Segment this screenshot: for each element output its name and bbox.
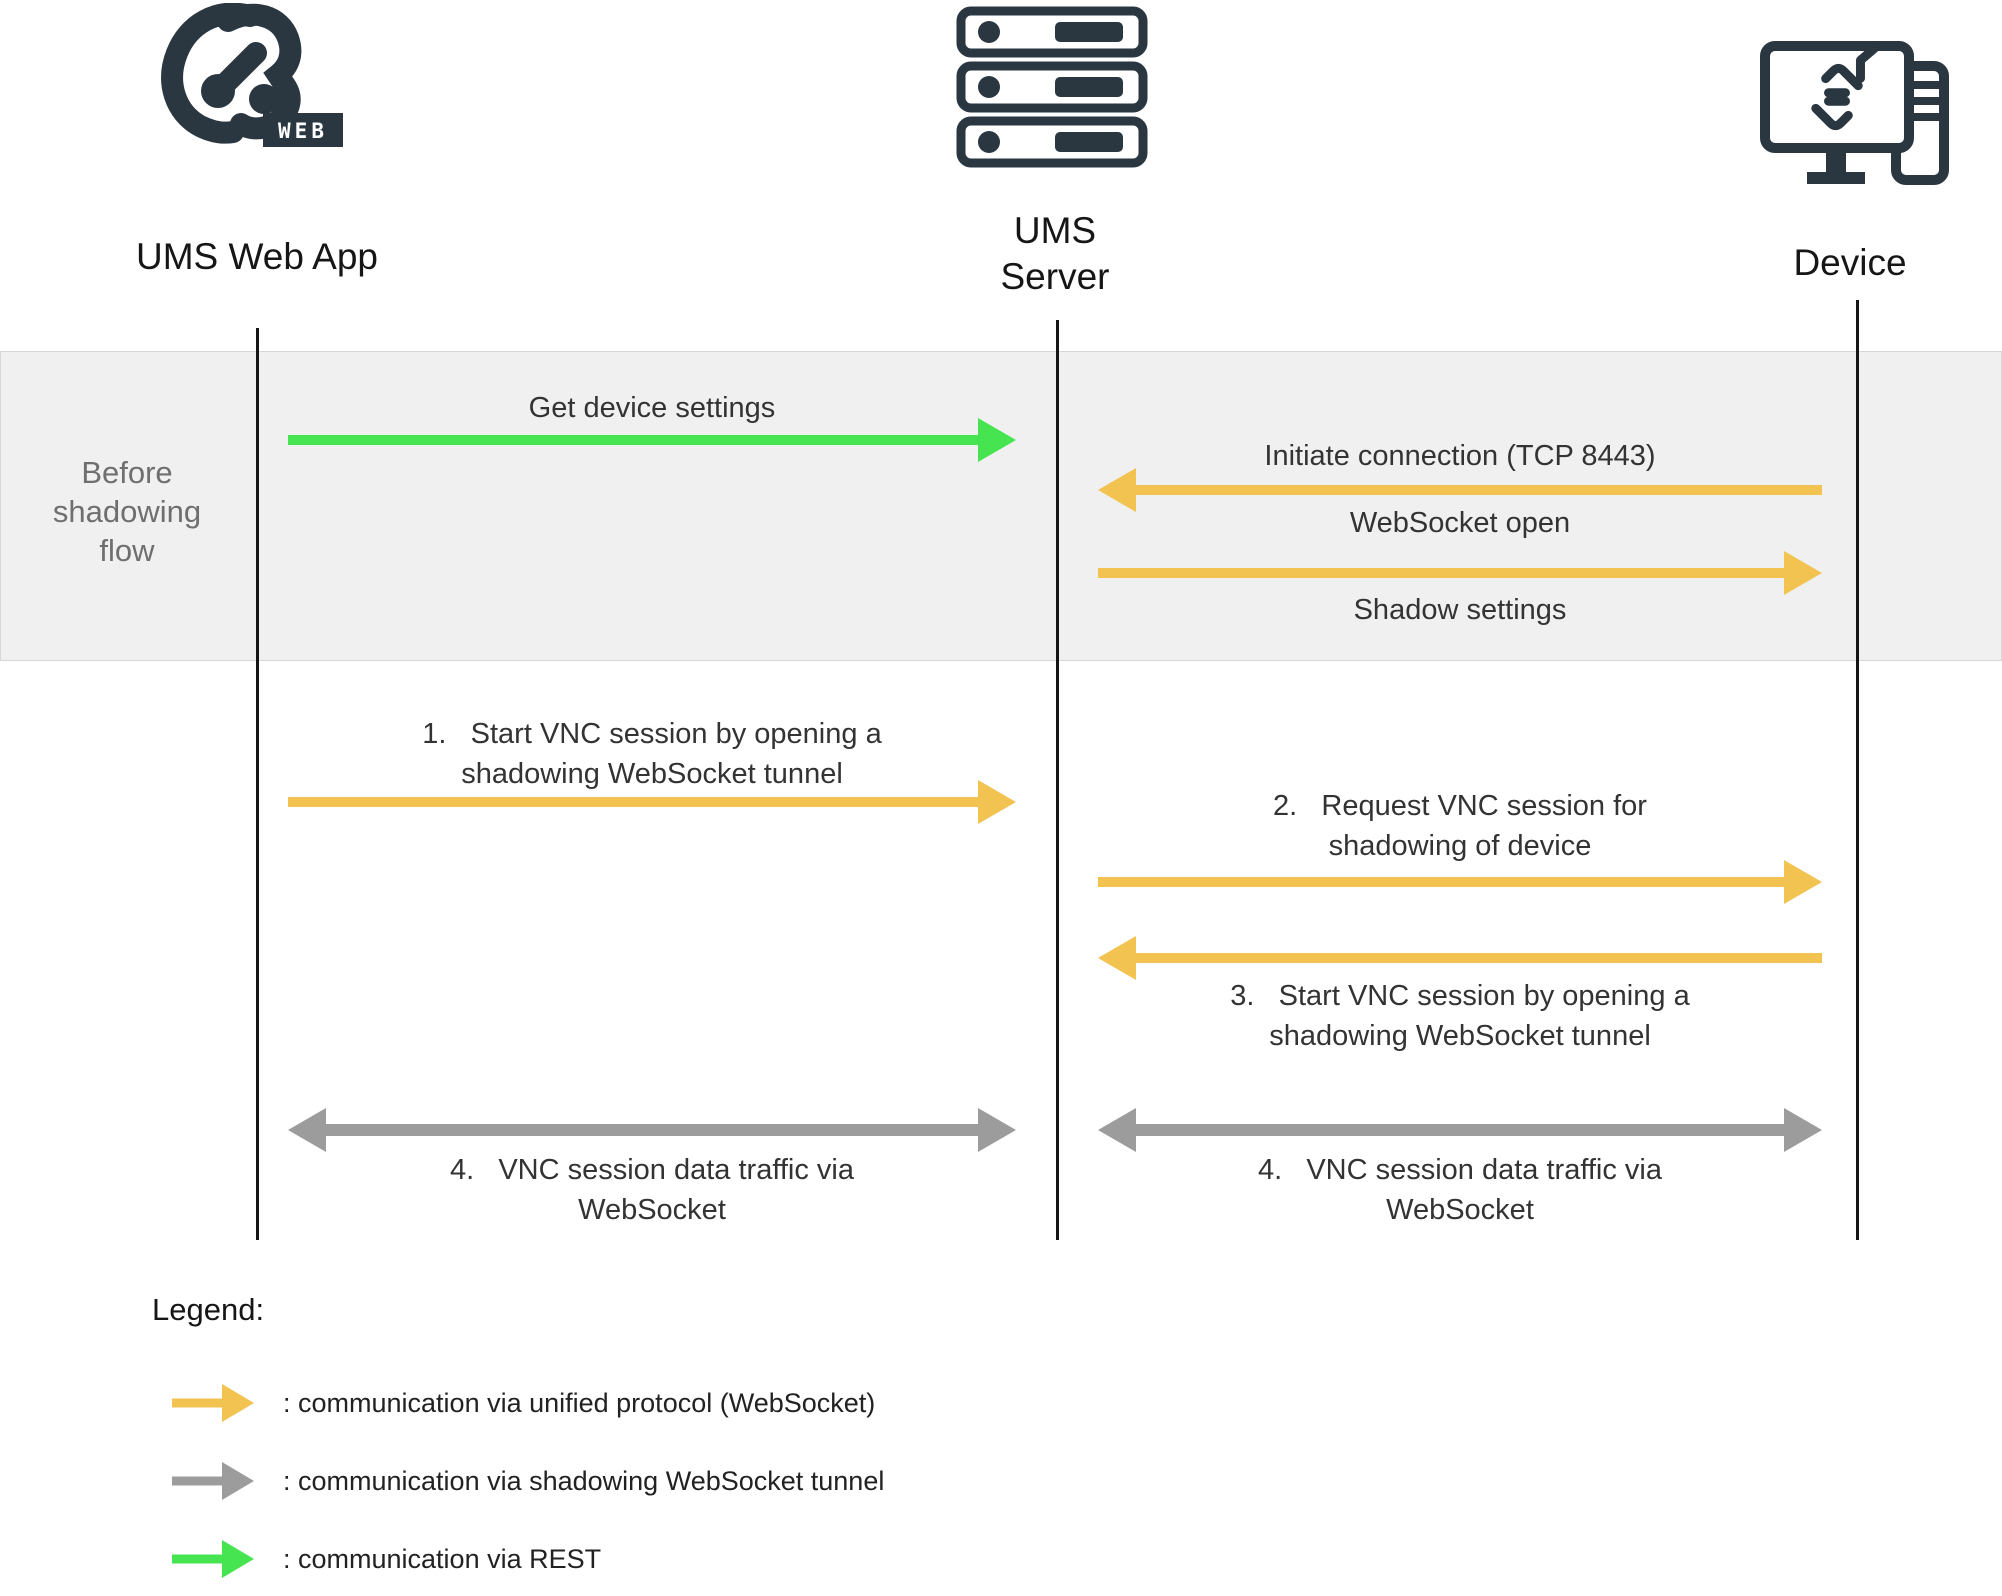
igel-ums-web-logo-icon: WEB xyxy=(161,3,343,147)
lifeline-ums-web-app xyxy=(256,328,259,1240)
message-label-step2: 2. Request VNC session for shadowing of … xyxy=(1273,790,1647,862)
message-label-websocket-open: WebSocket open xyxy=(1349,507,1571,539)
gray-arrow-icon xyxy=(172,1462,254,1500)
legend-item-unified-protocol: : communication via unified protocol (We… xyxy=(283,1388,876,1418)
message-label-shadow-settings: Shadow settings xyxy=(1353,594,1567,626)
yellow-arrow-icon xyxy=(172,1384,254,1422)
legend-item-rest: : communication via REST xyxy=(283,1544,602,1574)
arrow-initiate-connection xyxy=(1098,468,1822,512)
arrow-step4-webapp-server xyxy=(288,1108,1016,1152)
server-rack-icon xyxy=(956,6,1148,168)
arrow-step1 xyxy=(288,780,1016,824)
arrow-step2 xyxy=(1098,860,1822,904)
actor-label-ums-web-app: UMS Web App xyxy=(136,236,378,277)
arrow-get-device-settings xyxy=(288,418,1016,462)
workstation-icon xyxy=(1760,41,1949,185)
green-arrow-icon xyxy=(172,1540,254,1578)
message-label-step4-left: 4. VNC session data traffic via WebSocke… xyxy=(449,1154,855,1226)
legend-item-shadowing-tunnel: : communication via shadowing WebSocket … xyxy=(283,1466,885,1496)
arrow-step3 xyxy=(1098,936,1822,980)
actor-label-ums-server: UMS Server xyxy=(1000,210,1110,297)
lifeline-device xyxy=(1856,300,1859,1240)
message-label-step4-right: 4. VNC session data traffic via WebSocke… xyxy=(1257,1154,1663,1226)
phase-band-label: Before shadowing flow xyxy=(52,455,202,568)
legend-title: Legend: xyxy=(152,1292,265,1327)
arrow-websocket-open xyxy=(1098,551,1822,595)
message-label-initiate-connection: Initiate connection (TCP 8443) xyxy=(1264,440,1656,472)
message-label-step3: 3. Start VNC session by opening a shadow… xyxy=(1230,980,1690,1052)
actor-label-device: Device xyxy=(1793,242,1907,283)
lifeline-ums-server xyxy=(1056,320,1059,1240)
arrow-step4-server-device xyxy=(1098,1108,1822,1152)
web-badge-label: WEB xyxy=(278,119,328,143)
